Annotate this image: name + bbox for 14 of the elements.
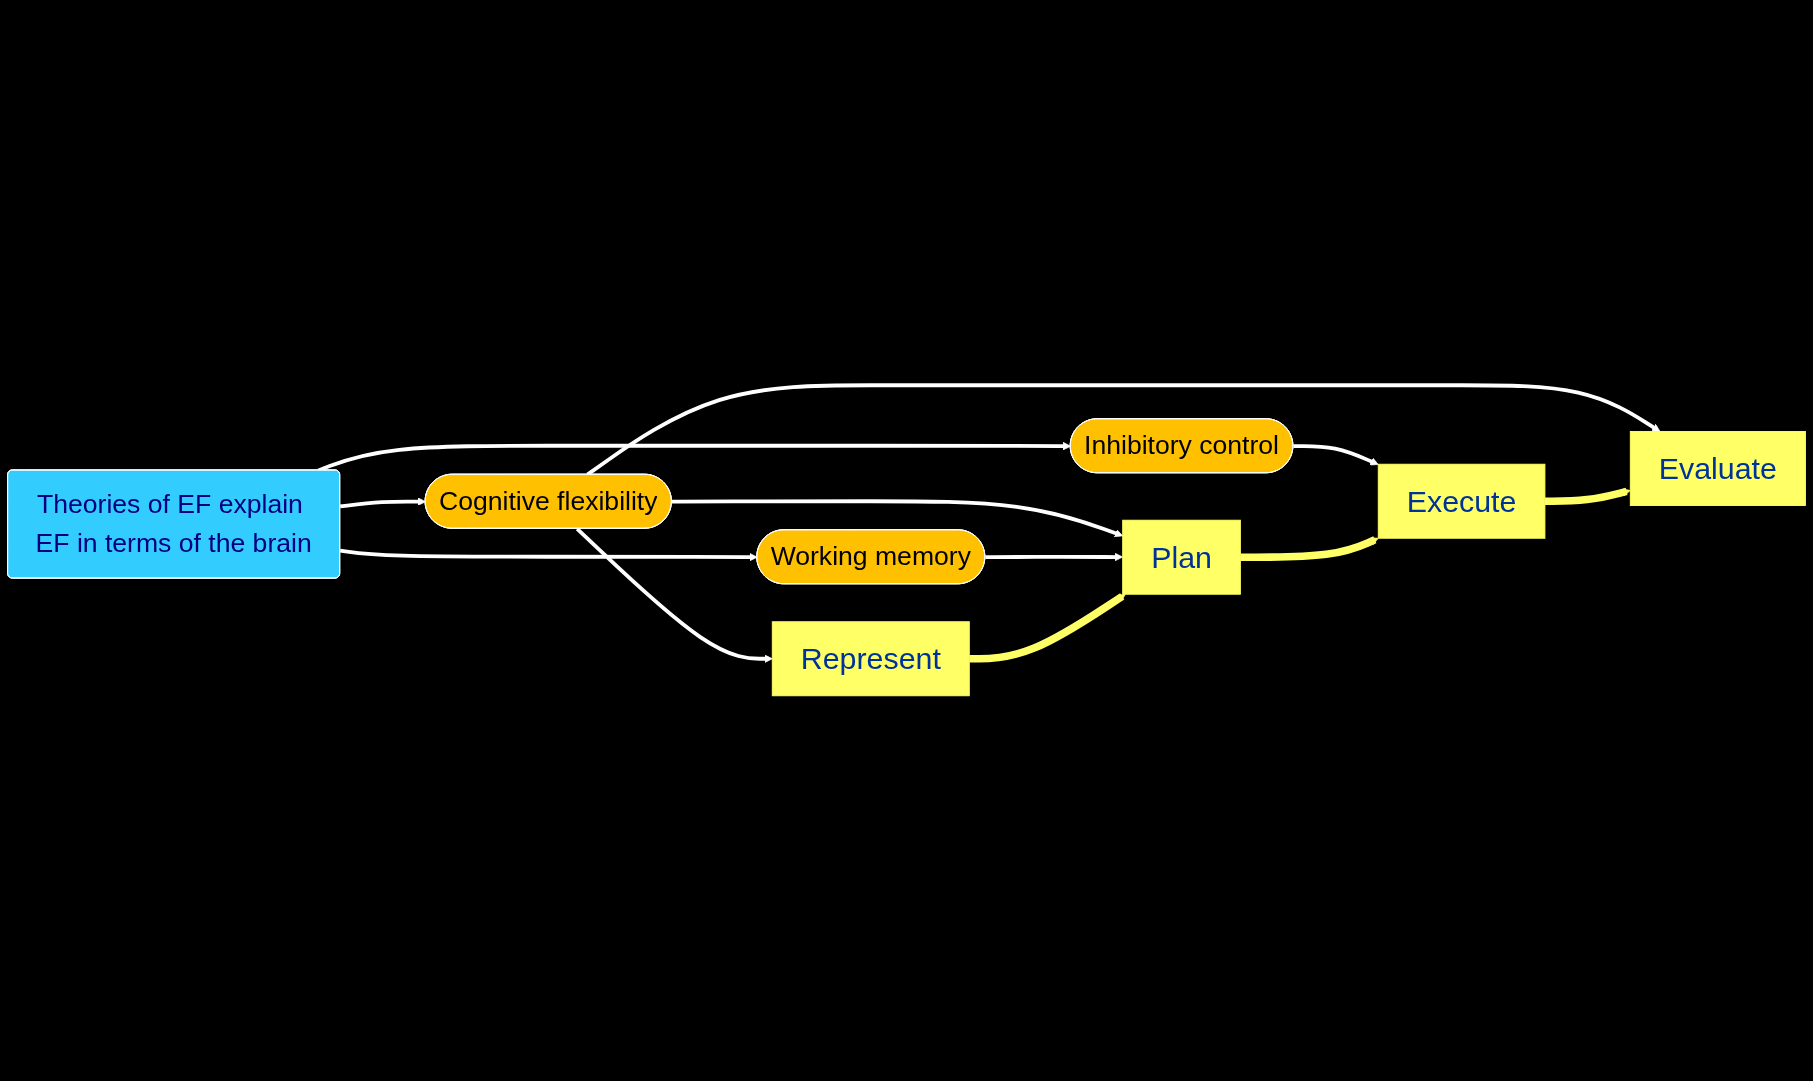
arrow xyxy=(339,497,426,509)
node-box: Evaluate xyxy=(1629,431,1806,506)
node-box: Plan xyxy=(1122,519,1241,595)
arrow xyxy=(339,548,758,562)
arrow xyxy=(985,552,1124,562)
arrow xyxy=(575,527,773,663)
arrow xyxy=(586,383,1661,477)
arrow xyxy=(1240,536,1379,561)
arrow xyxy=(1293,444,1379,466)
node-box: Execute xyxy=(1377,463,1546,539)
arrow xyxy=(1544,487,1631,506)
arrow xyxy=(671,499,1124,538)
arrow xyxy=(969,593,1126,663)
node-box: Represent xyxy=(771,621,970,697)
